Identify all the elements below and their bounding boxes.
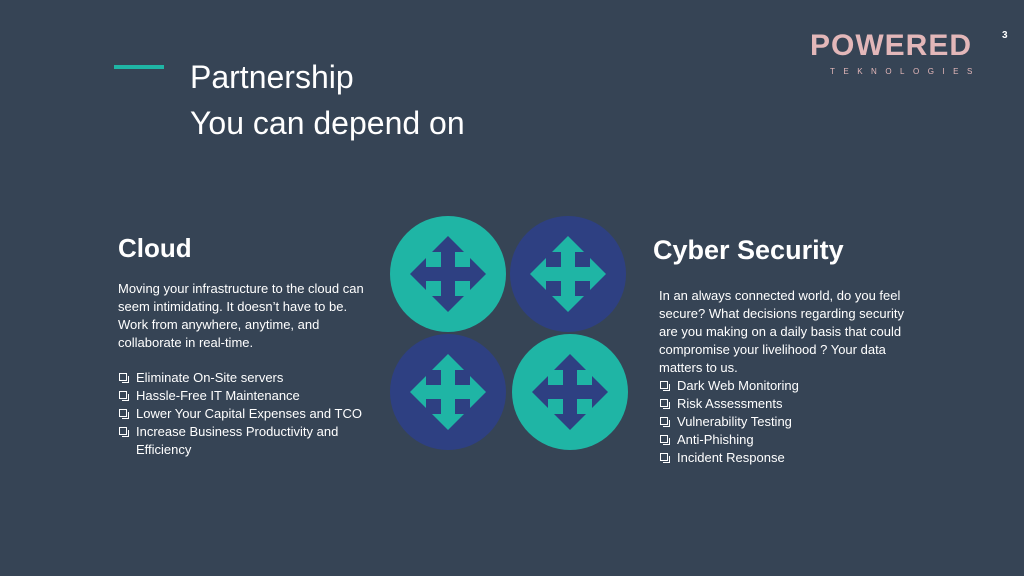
powered-logo: POWERED TEKNOLOGIES bbox=[810, 28, 972, 76]
cloud-heading: Cloud bbox=[118, 233, 192, 263]
list-item: Eliminate On-Site servers bbox=[118, 369, 380, 387]
list-item-text: Anti-Phishing bbox=[677, 432, 754, 447]
cyber-security-bullet-list: Dark Web Monitoring Risk Assessments Vul… bbox=[659, 377, 921, 467]
title-line-1: Partnership bbox=[190, 59, 354, 95]
four-circles-graphic bbox=[390, 216, 628, 450]
list-item-text: Risk Assessments bbox=[677, 396, 783, 411]
circle-bottom-right bbox=[512, 334, 628, 450]
list-item: Risk Assessments bbox=[659, 395, 921, 413]
list-item-text: Increase Business Productivity and Effic… bbox=[136, 424, 339, 457]
list-item-text: Dark Web Monitoring bbox=[677, 378, 799, 393]
list-item-text: Hassle-Free IT Maintenance bbox=[136, 388, 300, 403]
checkbox-bullet-icon bbox=[119, 427, 129, 437]
list-item-text: Incident Response bbox=[677, 450, 785, 465]
slide-title: Partnership You can depend on bbox=[190, 54, 465, 146]
cyber-security-paragraph: In an always connected world, do you fee… bbox=[659, 288, 904, 375]
title-line-2: You can depend on bbox=[190, 105, 465, 141]
list-item: Dark Web Monitoring bbox=[659, 377, 921, 395]
logo-wordmark: POWERED bbox=[810, 29, 971, 62]
list-item-text: Eliminate On-Site servers bbox=[136, 370, 284, 385]
cloud-bullet-list: Eliminate On-Site servers Hassle-Free IT… bbox=[118, 369, 380, 459]
checkbox-bullet-icon bbox=[119, 409, 129, 419]
logo-tagline: TEKNOLOGIES bbox=[830, 67, 981, 76]
cyber-security-heading: Cyber Security bbox=[653, 235, 844, 265]
circle-bottom-left bbox=[390, 334, 506, 450]
logo-name: POWERED bbox=[810, 28, 971, 67]
list-item: Increase Business Productivity and Effic… bbox=[118, 423, 380, 459]
checkbox-bullet-icon bbox=[660, 435, 670, 445]
list-item: Hassle-Free IT Maintenance bbox=[118, 387, 380, 405]
checkbox-bullet-icon bbox=[660, 453, 670, 463]
checkbox-bullet-icon bbox=[119, 391, 129, 401]
checkbox-bullet-icon bbox=[660, 417, 670, 427]
list-item: Anti-Phishing bbox=[659, 431, 921, 449]
list-item-text: Lower Your Capital Expenses and TCO bbox=[136, 406, 362, 421]
logo-wordmark-text: POWERED bbox=[810, 29, 970, 60]
list-item: Incident Response bbox=[659, 449, 921, 467]
checkbox-bullet-icon bbox=[119, 373, 129, 383]
title-accent-line bbox=[114, 65, 164, 69]
list-item: Lower Your Capital Expenses and TCO bbox=[118, 405, 380, 423]
cloud-paragraph: Moving your infrastructure to the cloud … bbox=[118, 281, 364, 350]
list-item-text: Vulnerability Testing bbox=[677, 414, 792, 429]
checkbox-bullet-icon bbox=[660, 399, 670, 409]
circle-top-left bbox=[390, 216, 506, 332]
checkbox-bullet-icon bbox=[660, 381, 670, 391]
page-number: 3 bbox=[1002, 30, 1008, 41]
list-item: Vulnerability Testing bbox=[659, 413, 921, 431]
circle-top-right bbox=[510, 216, 626, 332]
